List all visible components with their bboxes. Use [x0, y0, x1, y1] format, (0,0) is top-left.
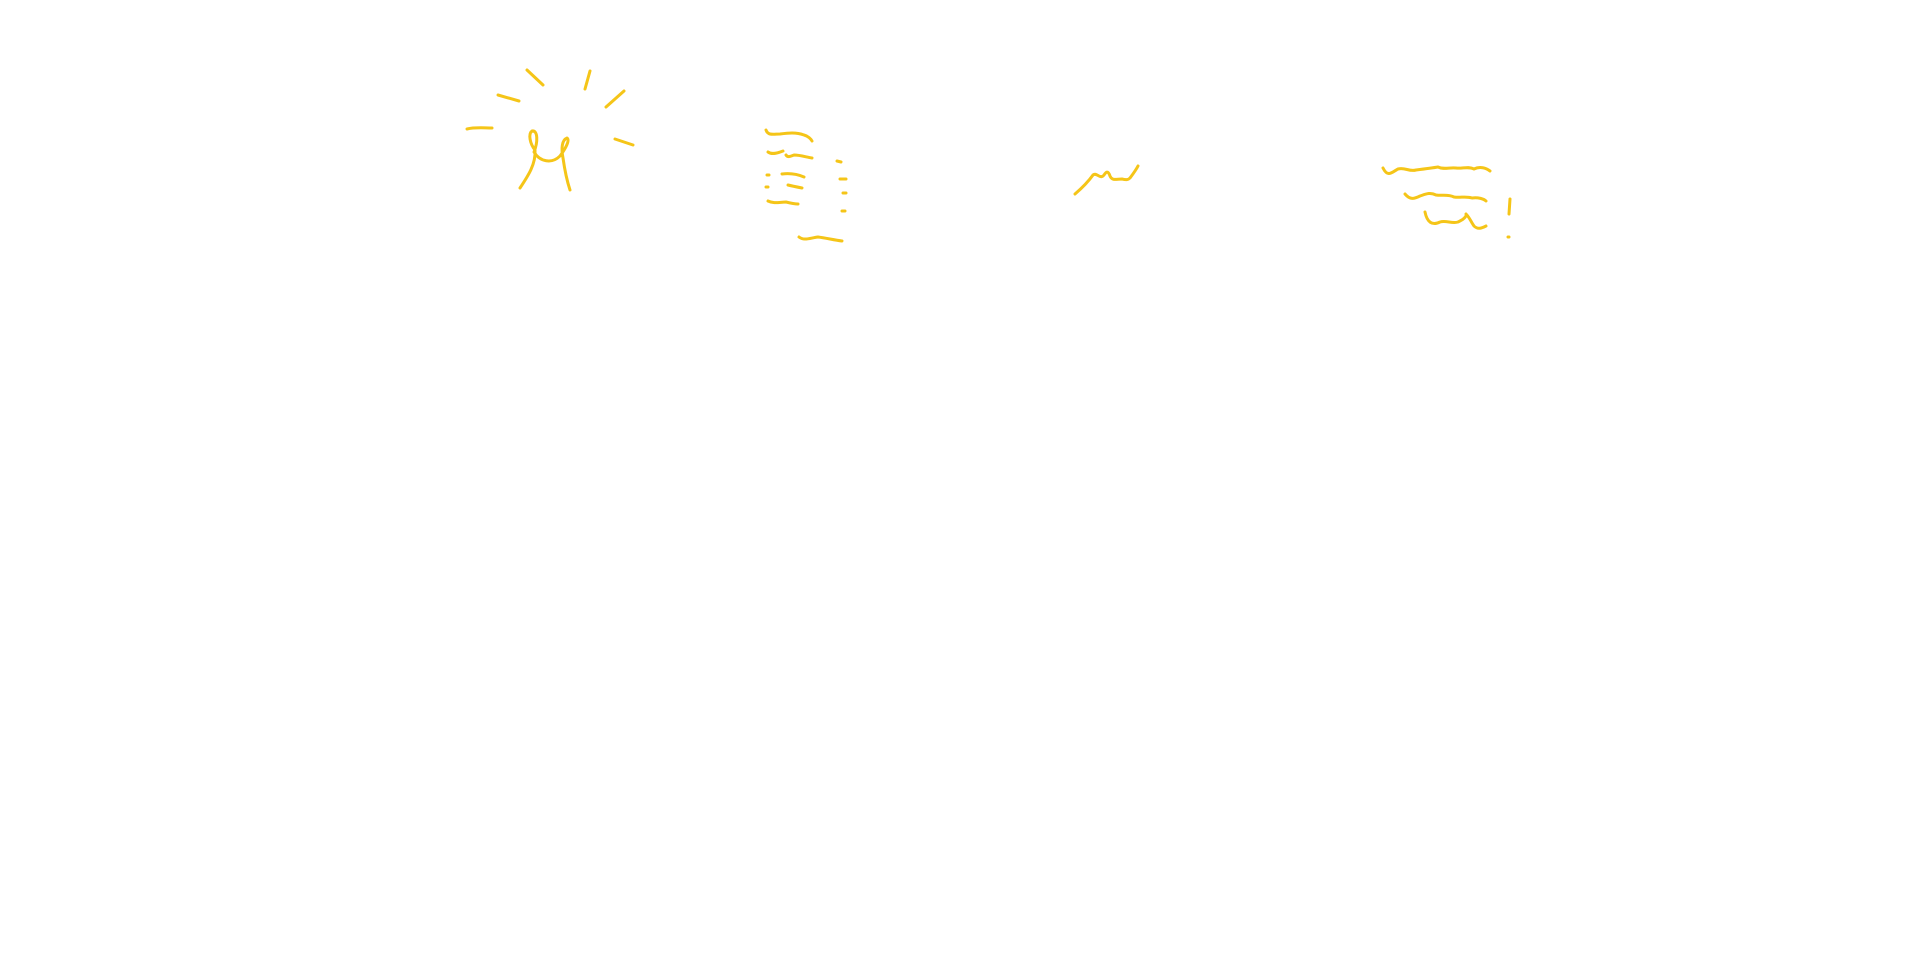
mark-stroke — [1507, 197, 1512, 216]
line-stroke — [766, 199, 800, 206]
wave-stroke — [1381, 165, 1492, 175]
line-stroke — [786, 183, 804, 190]
ray-stroke — [465, 126, 494, 131]
wavy-lines-doodle — [1381, 165, 1512, 239]
small-zigzag-doodle — [1073, 164, 1140, 196]
ray-stroke — [604, 89, 626, 109]
line-stroke — [797, 235, 844, 243]
figure-stroke — [518, 129, 572, 192]
wave-stroke — [1423, 210, 1468, 226]
ray-stroke — [525, 68, 545, 87]
ray-stroke — [583, 69, 592, 91]
line-stroke — [784, 153, 814, 160]
text-lines-doodle — [764, 128, 848, 243]
ray-stroke — [496, 93, 521, 103]
sun-with-rays-doodle — [465, 68, 635, 192]
wave-stroke — [1464, 212, 1488, 230]
line-stroke — [780, 172, 806, 179]
line-stroke — [766, 149, 785, 156]
zigzag-stroke — [1073, 164, 1140, 196]
wave-stroke — [1403, 191, 1488, 203]
line-stroke — [764, 128, 814, 143]
ray-stroke — [613, 137, 635, 147]
line-stroke — [835, 159, 843, 164]
